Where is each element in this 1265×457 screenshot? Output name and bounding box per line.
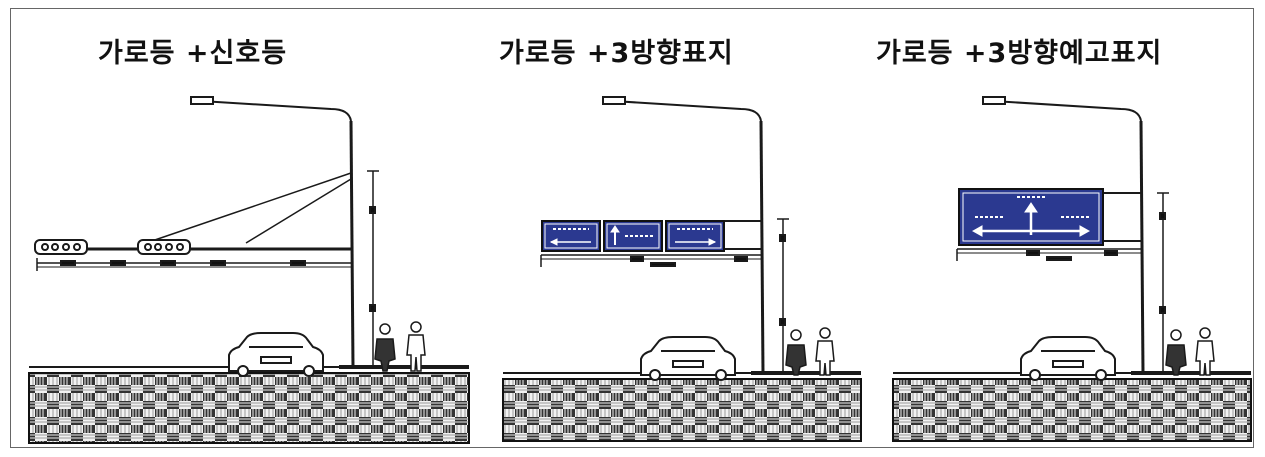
car: [228, 332, 324, 377]
lamp-arm: [612, 100, 762, 122]
lamp-head: [602, 96, 626, 105]
panel-3way-advance-sign: [892, 96, 1252, 442]
direction-sign-center: [603, 220, 663, 252]
car: [640, 336, 736, 381]
panel-title-3way-sign: 가로등 +3방향표지: [499, 38, 734, 69]
advance-direction-sign: [958, 188, 1104, 246]
ground-block: [892, 378, 1252, 442]
lamp-pole: [349, 120, 355, 368]
panel-title-3way-advance-sign: 가로등 +3방향예고표지: [876, 38, 1163, 69]
panel-3way-sign: [502, 96, 862, 442]
car: [1020, 336, 1116, 381]
direction-sign-right: [665, 220, 725, 252]
panel-title-signal-light: 가로등 +신호등: [98, 38, 288, 69]
pedestrians: [1165, 327, 1215, 376]
lamp-arm: [992, 100, 1142, 122]
traffic-signal-left: [34, 239, 88, 255]
pedestrians: [785, 327, 835, 376]
lamp-arm: [200, 100, 352, 122]
panel-signal-light: [28, 96, 470, 444]
diagram-frame: 가로등 +신호등 가로등 +3방향표지 가로등 +3방향예고표지: [10, 8, 1254, 448]
ground-block: [502, 378, 862, 442]
lamp-head: [982, 96, 1006, 105]
pedestrians: [374, 321, 426, 372]
ground-block: [28, 372, 470, 444]
diagram-canvas: [28, 96, 1252, 444]
traffic-signal-right: [137, 239, 191, 255]
lamp-head: [190, 96, 214, 105]
lamp-pole: [1139, 120, 1145, 374]
lamp-pole: [759, 120, 765, 374]
direction-sign-left: [541, 220, 601, 252]
